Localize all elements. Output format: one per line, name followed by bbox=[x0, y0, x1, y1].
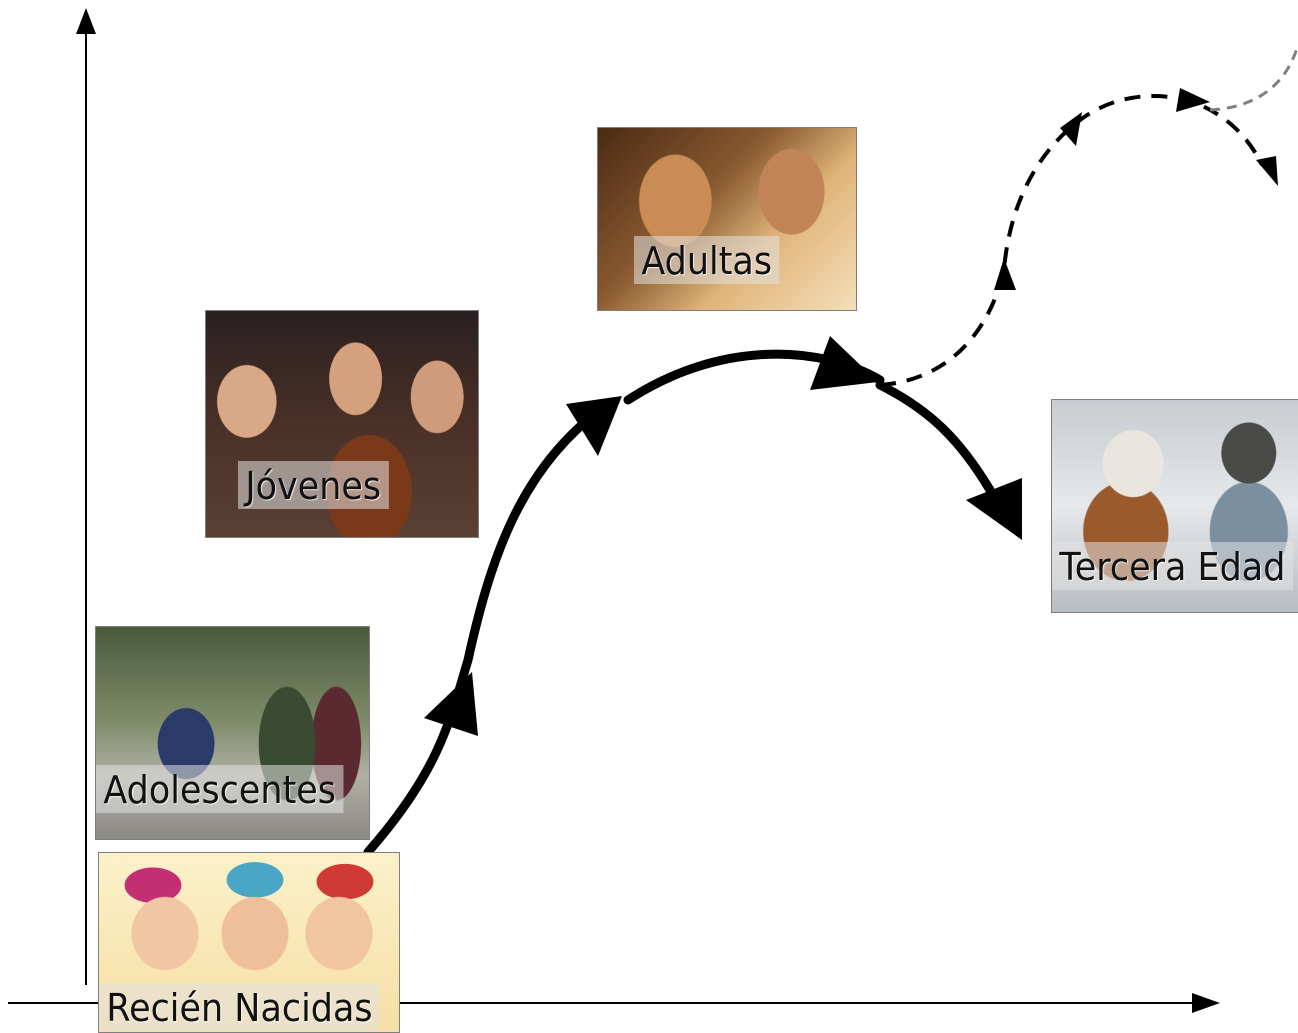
photo-recien-nacidas: Recién Nacidas bbox=[98, 852, 400, 1033]
photo-adolescentes: Adolescentes bbox=[95, 626, 370, 840]
growth-path-rise bbox=[363, 405, 605, 857]
dashed-arrowhead-1 bbox=[994, 258, 1016, 290]
stage-label-tercera-edad: Tercera Edad bbox=[1052, 542, 1293, 590]
stage-label-recien-nacidas: Recién Nacidas bbox=[99, 983, 381, 1031]
y-axis-arrowhead bbox=[76, 8, 96, 34]
dashed-arrowhead-3 bbox=[1176, 88, 1210, 112]
arrowhead-jovenes bbox=[566, 396, 622, 456]
dashed-arrowhead-4 bbox=[1256, 156, 1278, 186]
stage-label-jovenes: Jóvenes bbox=[238, 461, 389, 509]
stage-label-adolescentes: Adolescentes bbox=[96, 765, 344, 813]
photo-adultas: Adultas bbox=[597, 127, 857, 311]
photo-tercera-edad: Tercera Edad bbox=[1051, 399, 1298, 613]
arrowhead-tercera bbox=[966, 478, 1022, 540]
photo-jovenes: Jóvenes bbox=[205, 310, 479, 538]
arrowhead-adolescentes bbox=[424, 672, 478, 736]
dashed-branch-faded bbox=[1209, 44, 1298, 112]
decline-path bbox=[875, 380, 995, 495]
x-axis-arrowhead bbox=[1192, 993, 1220, 1013]
arrowhead-adultas bbox=[810, 336, 878, 390]
dashed-arrowhead-2 bbox=[1060, 112, 1082, 146]
stage-label-adultas: Adultas bbox=[634, 236, 780, 284]
